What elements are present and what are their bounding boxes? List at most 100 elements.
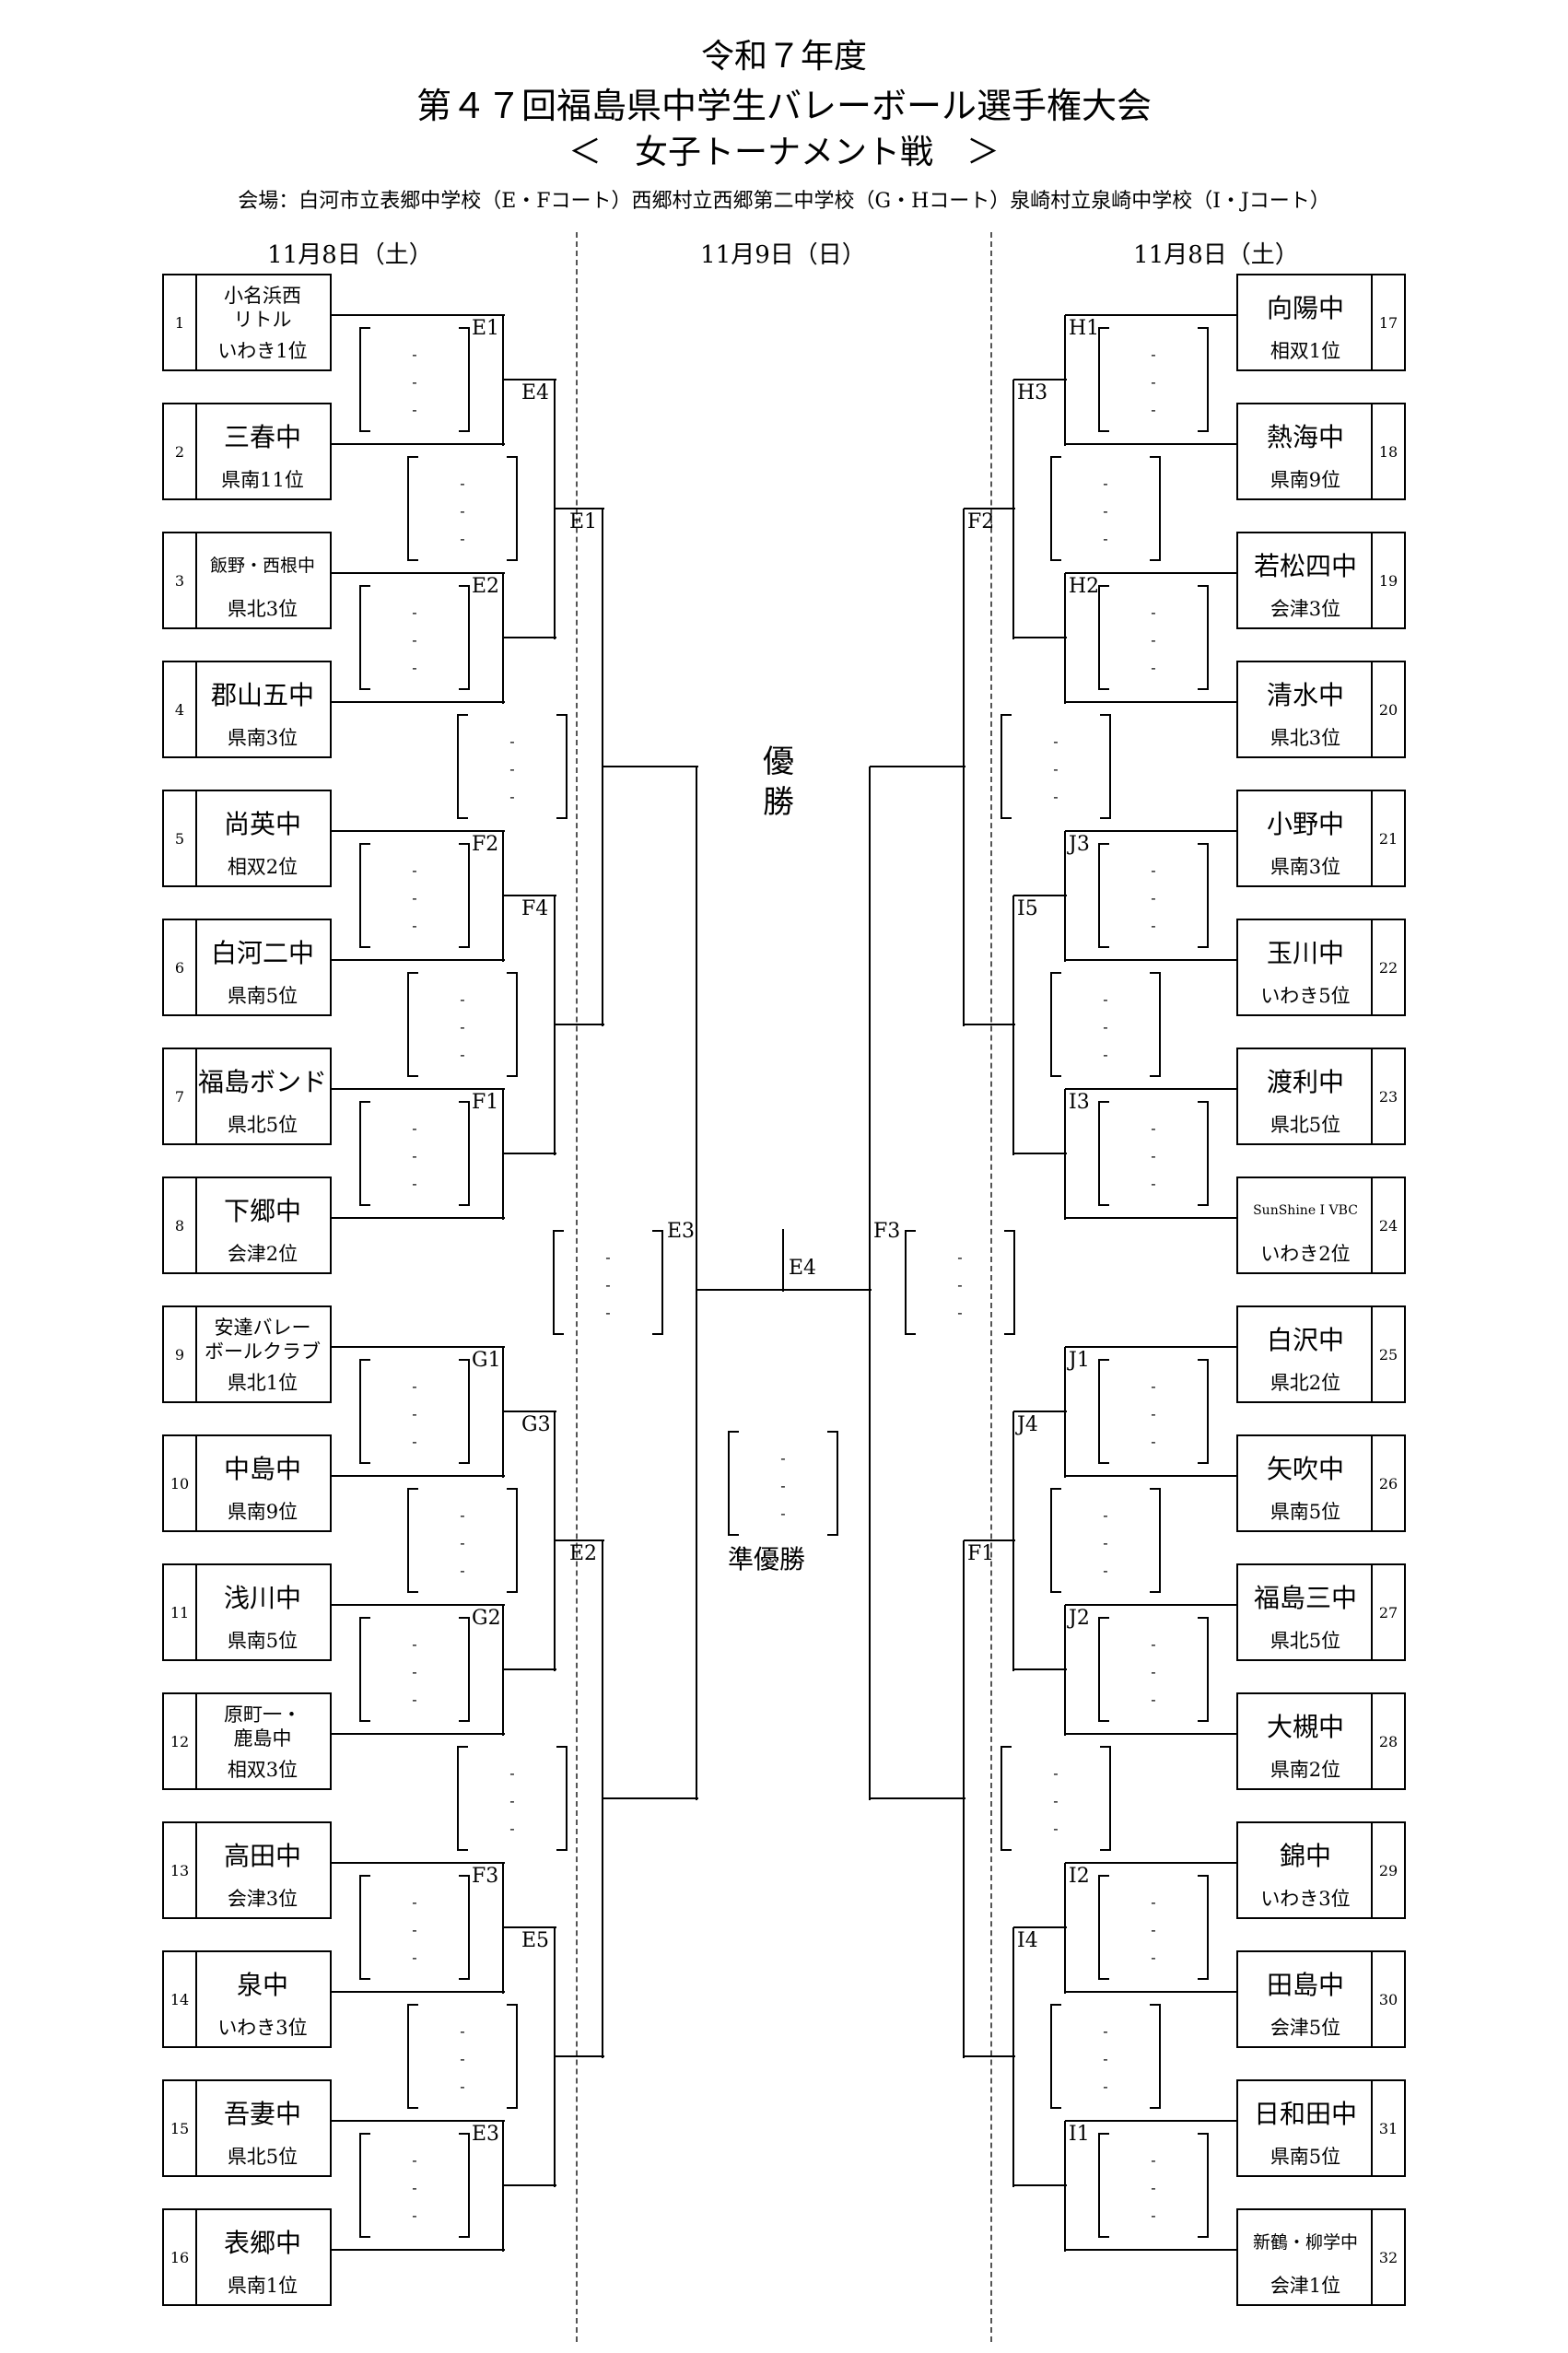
score-placeholder: - <box>1053 1792 1059 1809</box>
score-bracket-left <box>359 843 370 948</box>
bracket-line <box>603 766 698 767</box>
match-label: I1 <box>1069 2123 1090 2146</box>
bracket-line <box>332 1088 505 1090</box>
seed-number: 30 <box>1371 1952 1404 2046</box>
bracket-line <box>555 1024 604 1025</box>
day-label-left: 11月8日（土） <box>267 241 433 269</box>
match-label: J4 <box>1017 1413 1038 1436</box>
team-name: 白河二中 <box>210 937 314 968</box>
score-placeholder: - <box>509 788 515 805</box>
bracket-line <box>869 767 871 1800</box>
match-label: E1 <box>569 510 598 533</box>
team-name: 原町一・ 鹿島中 <box>224 1703 301 1750</box>
score-bracket-left <box>1000 714 1012 819</box>
score-placeholder: - <box>1053 760 1059 778</box>
match-label: G2 <box>472 1607 501 1630</box>
seed-number: 21 <box>1371 791 1404 885</box>
score-box-r1: --- <box>1098 1617 1209 1722</box>
score-bracket-left <box>407 1488 418 1593</box>
bracket-line <box>503 895 556 896</box>
match-label: F2 <box>967 510 995 533</box>
score-placeholder: - <box>1103 1506 1108 1524</box>
score-placeholder: - <box>1151 2151 1156 2169</box>
score-bracket-left <box>1050 972 1061 1077</box>
score-placeholder: - <box>1151 917 1156 934</box>
team-name: 飯野・西根中 <box>209 556 315 577</box>
match-label: F1 <box>967 1542 995 1565</box>
team-region: いわき2位 <box>1260 1243 1351 1265</box>
score-box-semifinal: --- <box>553 1230 663 1335</box>
score-placeholder: - <box>1151 631 1156 649</box>
score-placeholder: - <box>1151 1635 1156 1653</box>
team-region: 会津5位 <box>1270 2017 1341 2039</box>
score-placeholder: - <box>957 1276 963 1294</box>
score-placeholder: - <box>1151 1921 1156 1938</box>
seed-number: 5 <box>164 791 197 885</box>
seed-number: 26 <box>1371 1436 1404 1530</box>
score-placeholder: - <box>605 1276 611 1294</box>
bracket-line <box>332 1733 505 1735</box>
bracket-line <box>1013 1411 1067 1412</box>
bracket-line <box>1065 1991 1238 1993</box>
bracket-line <box>332 959 505 961</box>
team-name: 白沢中 <box>1266 1324 1344 1355</box>
score-bracket-right <box>459 843 470 948</box>
score-bracket-right <box>507 2004 518 2109</box>
final-stem <box>782 1229 784 1292</box>
team-name: 郡山五中 <box>210 679 314 710</box>
team-region: 相双1位 <box>1270 340 1341 362</box>
bracket-line <box>1064 831 1066 962</box>
match-label: J1 <box>1069 1349 1090 1372</box>
team-name: 矢吹中 <box>1266 1453 1344 1484</box>
score-bracket-left <box>1050 1488 1061 1593</box>
score-bracket-right <box>459 1617 470 1722</box>
seed-number: 20 <box>1371 662 1404 756</box>
bracket-line <box>332 701 505 703</box>
score-placeholder: - <box>1151 1175 1156 1192</box>
score-placeholder: - <box>1151 1147 1156 1165</box>
score-placeholder: - <box>1103 1018 1108 1036</box>
score-box-r1: --- <box>359 585 470 690</box>
seed-number: 19 <box>1371 533 1404 627</box>
bracket-line <box>502 1605 504 1736</box>
seed-number: 27 <box>1371 1565 1404 1659</box>
match-label: E3 <box>472 2123 500 2146</box>
score-placeholder: - <box>509 1820 515 1837</box>
score-bracket-right <box>1150 972 1161 1077</box>
match-label: E3 <box>667 1220 696 1243</box>
score-box-r1: --- <box>359 2133 470 2238</box>
bracket-line <box>1065 701 1238 703</box>
score-placeholder: - <box>412 373 417 391</box>
score-placeholder: - <box>1053 1764 1059 1782</box>
score-placeholder: - <box>412 1433 417 1450</box>
bracket-line <box>502 1863 504 1994</box>
runner-up-label: 準優勝 <box>728 1544 806 1575</box>
final-match-label: E4 <box>789 1257 817 1280</box>
score-bracket-left <box>359 1617 370 1722</box>
seed-number: 3 <box>164 533 197 627</box>
score-placeholder: - <box>1151 1691 1156 1708</box>
bracket-line <box>554 380 556 639</box>
score-bracket-right <box>507 972 518 1077</box>
venue-info: 会場：白河市立表郷中学校（E・Fコート）西郷村立西郷第二中学校（G・Hコート）泉… <box>238 190 1330 213</box>
team-region: 県北1位 <box>227 1372 298 1394</box>
score-placeholder: - <box>1103 530 1108 547</box>
team-name: 浅川中 <box>223 1582 301 1613</box>
bracket-line <box>1013 1668 1067 1670</box>
score-bracket-left <box>1098 1359 1109 1464</box>
score-placeholder: - <box>1151 1405 1156 1422</box>
score-bracket-right <box>1100 1746 1111 1851</box>
bracket-line <box>1064 2121 1066 2252</box>
score-bracket-right <box>459 1101 470 1206</box>
score-placeholder: - <box>412 603 417 621</box>
team-region: 県南11位 <box>221 469 304 491</box>
